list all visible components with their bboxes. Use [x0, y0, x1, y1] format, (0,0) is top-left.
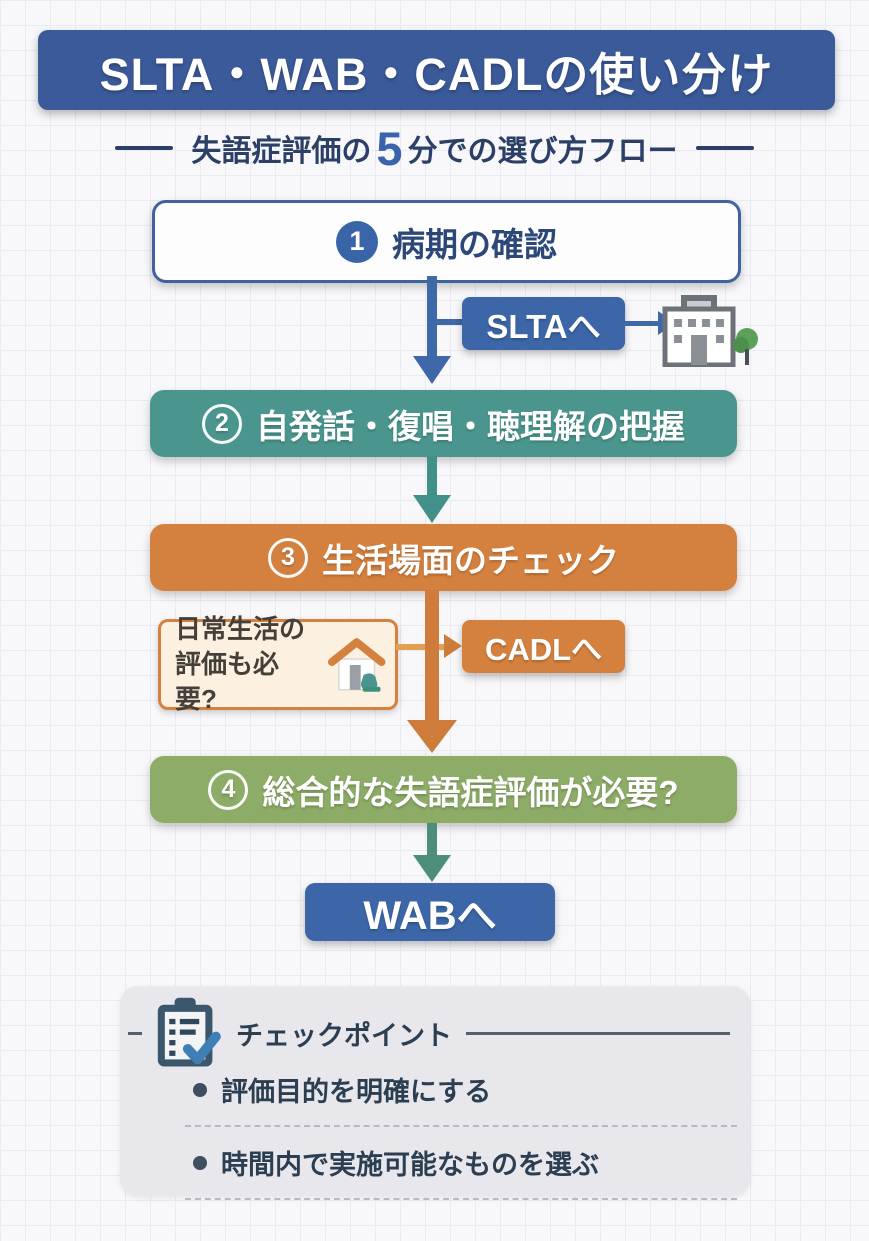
- clipboard-check-icon: [157, 997, 221, 1067]
- daily-life-question-box: 日常生活の 評価も必要?: [158, 614, 398, 714]
- step1-number-badge: 1: [336, 220, 378, 263]
- arrow-step3-step4-head: [407, 720, 457, 753]
- daily-life-question-text: 日常生活の 評価も必要?: [175, 612, 320, 717]
- checkpoint-rule-left: [128, 1031, 142, 1035]
- subtitle-suffix: 分での選び方フロー: [407, 135, 678, 168]
- checkpoint-item: 時間内で実施可能なものを選ぶ: [185, 1139, 737, 1200]
- slta-button: SLTAへ: [462, 297, 625, 350]
- branch-cadl-arrowhead: [444, 634, 462, 658]
- arrow-step1-step2-head: [413, 356, 451, 384]
- step4-box: 4 総合的な失語症評価が必要?: [150, 756, 737, 823]
- arrow-step4-wab-head: [413, 855, 451, 882]
- step4-number-badge: 4: [208, 769, 249, 810]
- branch-cadl-connector: [396, 644, 448, 650]
- step2-box: 2 自発話・復唱・聴理解の把握: [150, 390, 737, 457]
- cadl-button: CADLへ: [462, 620, 625, 673]
- arrow-step4-wab-line: [427, 823, 437, 857]
- checkpoint-panel: [120, 986, 750, 1196]
- arrow-step1-step2-line: [427, 276, 437, 358]
- step3-label: 生活場面のチェック: [322, 541, 619, 579]
- subtitle-text: 失語症評価の 5 分での選び方フロー: [191, 125, 677, 172]
- page-title: SLTA・WAB・CADLの使い分け: [38, 30, 835, 110]
- subtitle-dash-left: [115, 146, 174, 150]
- subtitle-dash-right: [695, 146, 754, 150]
- bullet-dot-icon: [193, 1082, 207, 1097]
- checkpoint-list: 評価目的を明確にする 時間内で実施可能なものを選ぶ: [185, 1066, 737, 1212]
- step1-label: 病期の確認: [392, 225, 557, 263]
- hospital-icon: [662, 295, 758, 367]
- branch-slta-connector: [432, 319, 462, 325]
- bullet-dot-icon: [193, 1155, 207, 1170]
- arrow-step2-step3-head: [413, 495, 451, 523]
- checkpoint-rule-right: [466, 1031, 730, 1035]
- checkpoint-item: 評価目的を明確にする: [185, 1066, 737, 1127]
- house-icon: [327, 637, 386, 692]
- step2-number-badge: 2: [202, 403, 242, 444]
- step2-label: 自発話・復唱・聴理解の把握: [256, 407, 685, 445]
- subtitle: 失語症評価の 5 分での選び方フロー: [0, 120, 869, 176]
- step4-label: 総合的な失語症評価が必要?: [262, 773, 679, 811]
- step1-box: 1 病期の確認: [152, 200, 741, 283]
- checkpoint-item-text: 評価目的を明確にする: [221, 1077, 492, 1107]
- step3-box: 3 生活場面のチェック: [150, 524, 737, 591]
- arrow-slta-hospital-line: [625, 321, 660, 326]
- checkpoint-item-text: 時間内で実施可能なものを選ぶ: [221, 1150, 599, 1180]
- wab-button: WABへ: [305, 883, 555, 941]
- daily-question-line2: 評価も必要?: [175, 648, 280, 715]
- checkpoint-header: チェックポイント: [128, 996, 744, 1070]
- arrow-step3-step4-line: [425, 590, 439, 722]
- step3-number-badge: 3: [268, 537, 308, 578]
- subtitle-highlight-number: 5: [376, 121, 403, 175]
- subtitle-prefix: 失語症評価の: [191, 135, 372, 168]
- arrow-step2-step3-line: [427, 456, 437, 498]
- daily-question-line1: 日常生活の: [175, 613, 306, 644]
- checkpoint-title: チェックポイント: [236, 1020, 452, 1051]
